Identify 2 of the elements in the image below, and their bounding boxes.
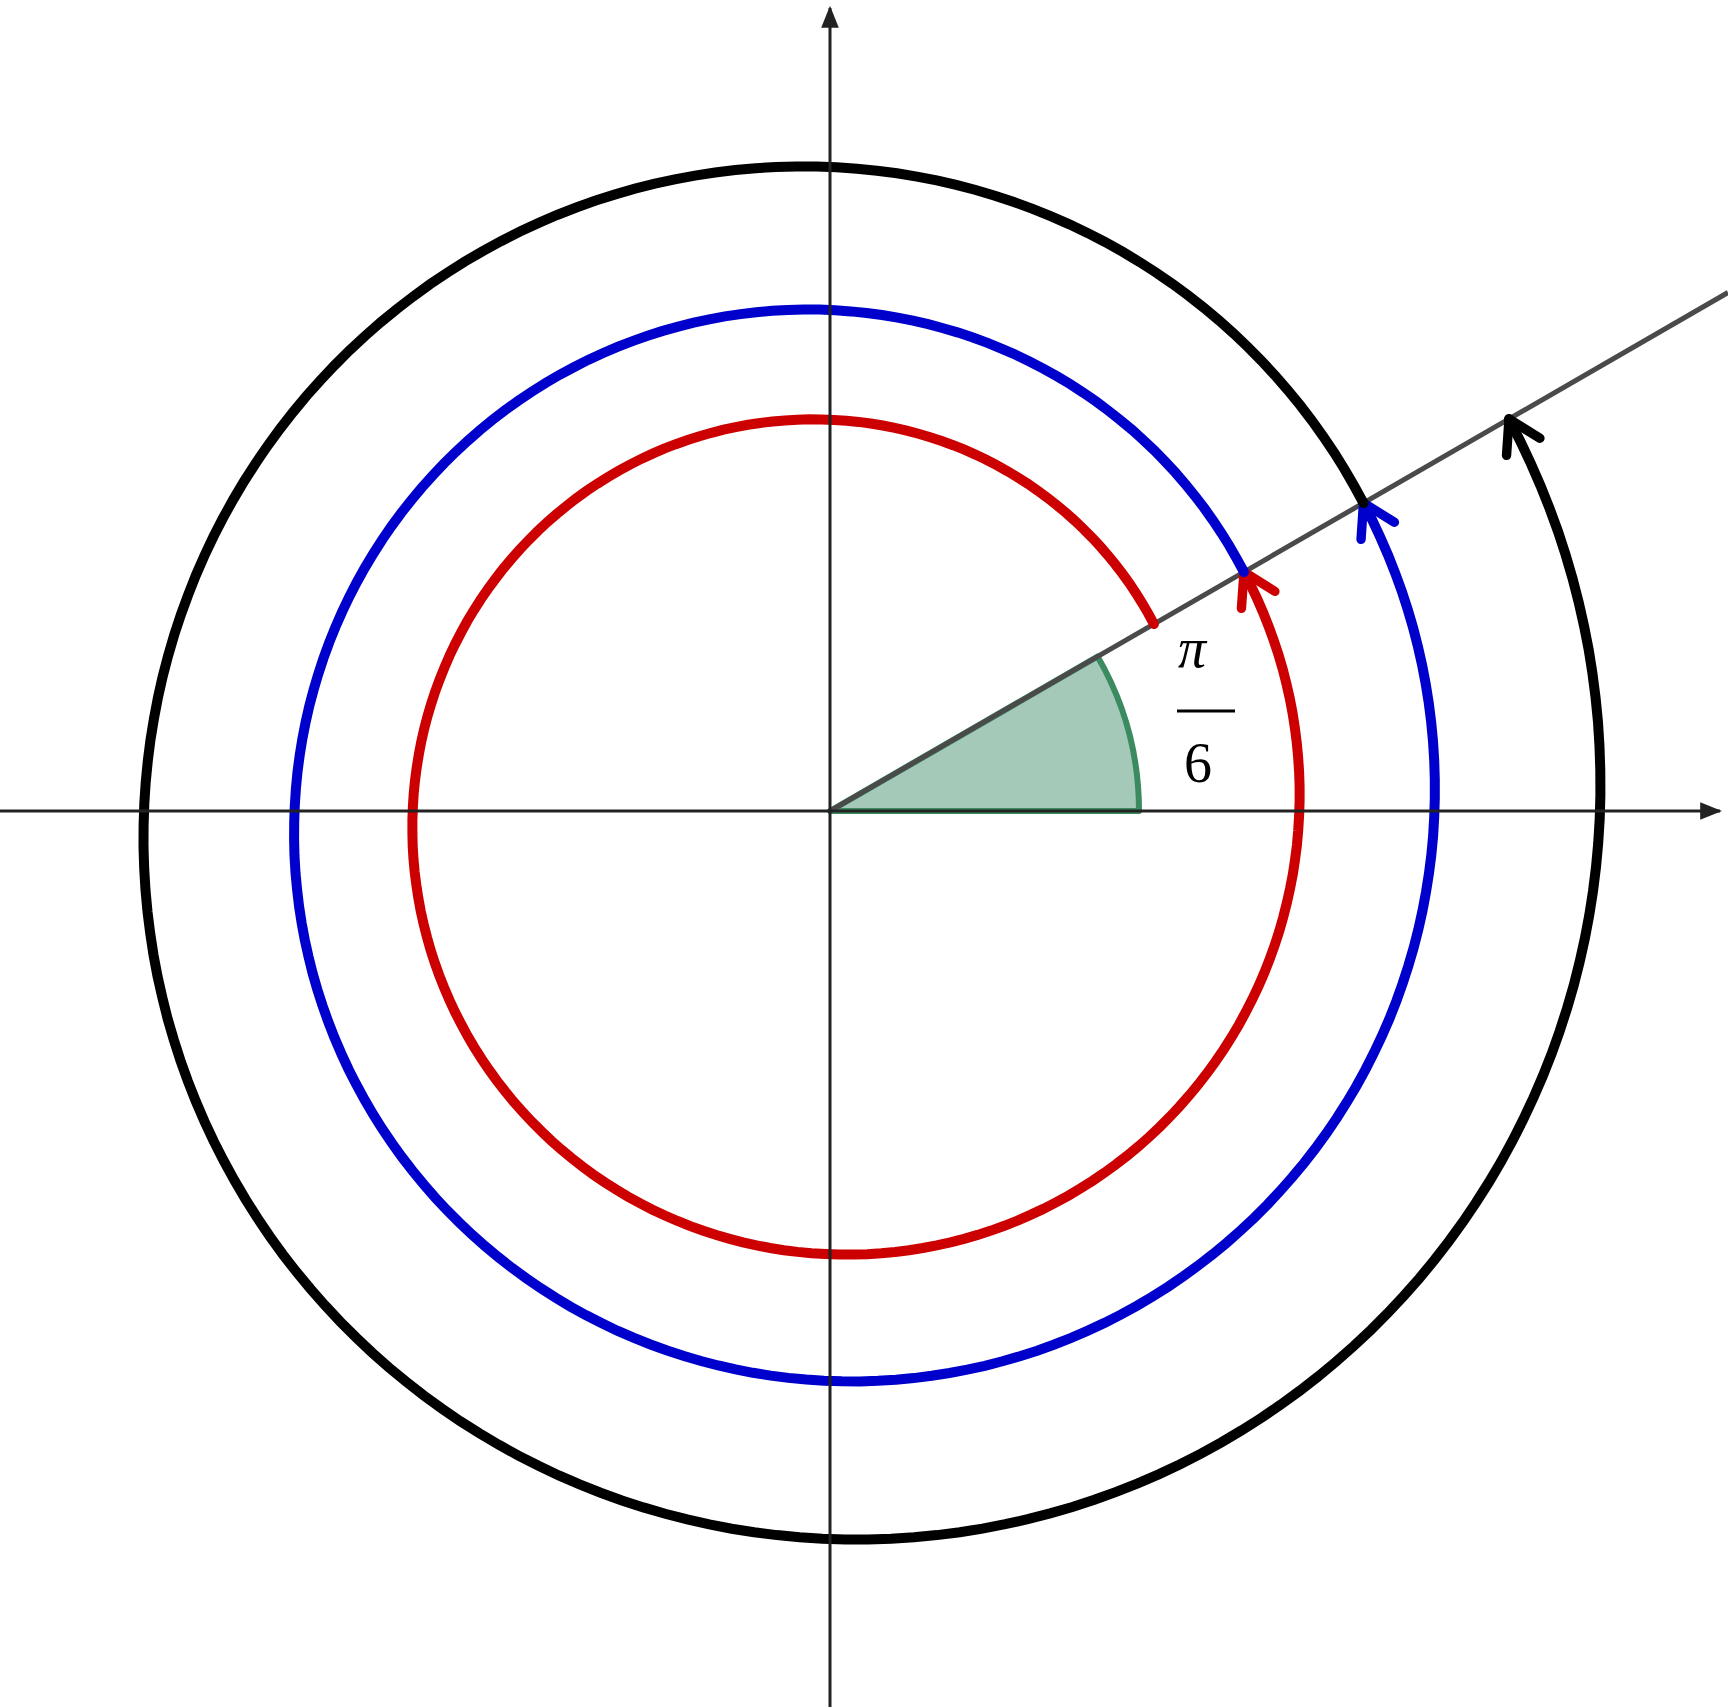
fraction-denominator: 6: [1184, 735, 1212, 791]
fraction-numerator: π: [1178, 620, 1207, 676]
